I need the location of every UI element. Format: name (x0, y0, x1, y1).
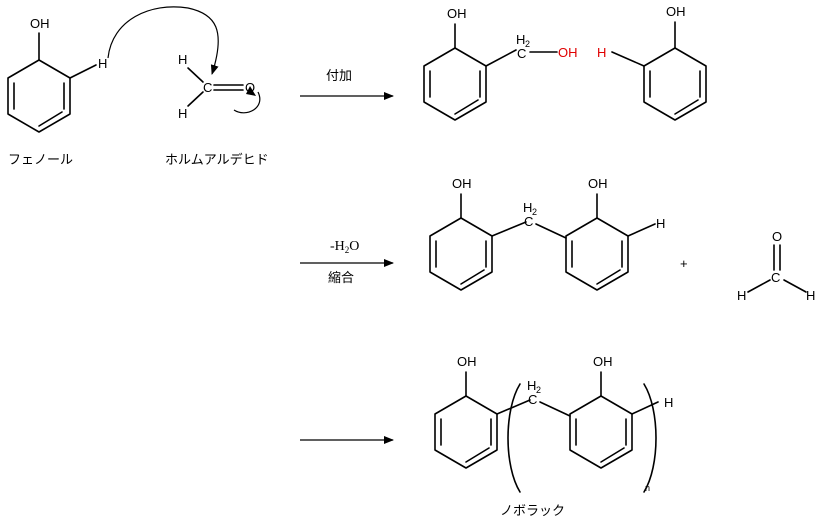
formaldehyde-c: C (203, 80, 212, 95)
dimer-ch2-sub: 2 (532, 207, 537, 217)
novolac-polymer: OH H 2 C OH H n (434, 354, 673, 493)
product-a-ch2-c: C (517, 46, 526, 61)
product-b-oh: OH (666, 4, 686, 19)
formaldehyde2-h-left: H (737, 288, 746, 303)
curved-arrow-h-to-c (107, 6, 219, 75)
novolac-oh-2: OH (593, 354, 613, 369)
novolac-ch2-c: C (528, 392, 537, 407)
formaldehyde2-h-right: H (806, 288, 815, 303)
condensation-label-top: -H2O (330, 239, 359, 255)
dimer-ch2-c: C (524, 214, 533, 229)
formaldehyde-name: ホルムアルデヒド (165, 152, 269, 168)
condensation-label-bottom: 縮合 (328, 270, 354, 286)
formaldehyde2-c: C (771, 270, 780, 285)
product-a-ch2-h: H (516, 32, 525, 47)
phenol-oh: OH (30, 16, 50, 31)
formaldehyde2-o: O (772, 229, 782, 244)
plus-sign: + (680, 256, 688, 271)
novolac-oh-1: OH (457, 354, 477, 369)
phenol-name: フェノール (8, 153, 73, 168)
product-hydroxymethylphenol: OH H 2 C OH (423, 6, 578, 121)
phenol-molecule: OH H フェノール (7, 16, 107, 168)
product-b-h-red: H (597, 45, 606, 60)
dimer-ch2-h: H (523, 200, 532, 215)
dimer-oh-2: OH (588, 176, 608, 191)
bracket-right (643, 383, 657, 493)
product-a-oh-red: OH (558, 45, 578, 60)
formaldehyde-molecule: H H C O ホルムアルデヒド (165, 52, 269, 168)
dimer-molecule: OH H 2 C OH H (429, 176, 665, 291)
addition-label: 付加 (326, 69, 352, 84)
product-a-oh: OH (447, 6, 467, 21)
curved-arrow-o (233, 91, 261, 114)
novolac-ch2-h: H (527, 378, 536, 393)
novolac-name: ノボラック (500, 504, 565, 519)
bracket-left (507, 383, 521, 493)
dimer-oh-1: OH (452, 176, 472, 191)
product-phenol-with-h: OH H (597, 4, 707, 121)
phenol-h: H (98, 56, 107, 71)
novolac-n: n (645, 483, 650, 493)
product-a-ch2-sub: 2 (525, 39, 530, 49)
formaldehyde-h-top: H (178, 52, 187, 67)
dimer-h: H (656, 216, 665, 231)
novolac-ch2-sub: 2 (536, 385, 541, 395)
novolac-h: H (664, 395, 673, 410)
formaldehyde-product: O C H H (737, 229, 815, 303)
formaldehyde-h-bottom: H (178, 106, 187, 121)
